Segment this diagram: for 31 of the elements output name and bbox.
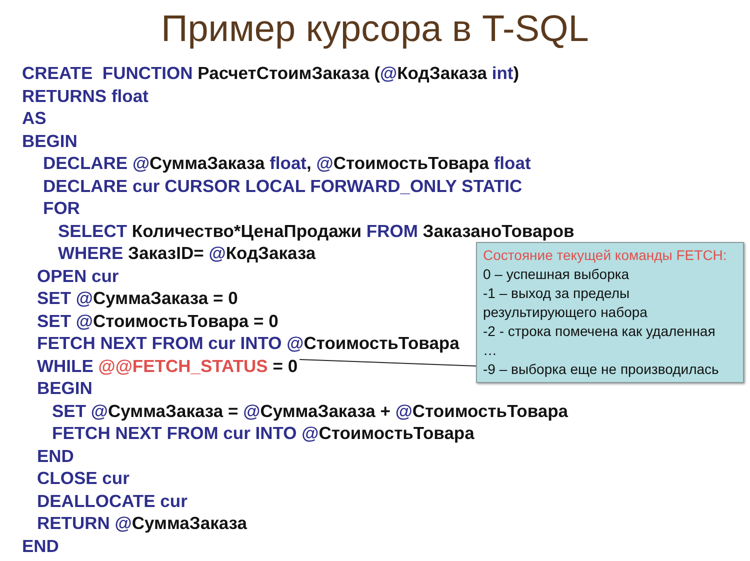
callout-text: …	[483, 341, 498, 360]
code-line: CREATE FUNCTION РасчетСтоимЗаказа (@КодЗаказа int)	[22, 63, 520, 84]
code-line: RETURN @СуммаЗаказа	[37, 513, 248, 534]
code-line: CLOSE cur	[37, 468, 130, 489]
callout-heading: Состояние текущей команды FETCH:	[483, 246, 728, 265]
code-line: DEALLOCATE cur	[37, 490, 188, 512]
callout-text: -1 – выход за пределы результирующего набора	[483, 284, 648, 322]
callout-text: -2 - строка помечена как удаленная	[483, 322, 716, 341]
slide-title: Пример курсора в T-SQL	[161, 8, 589, 50]
code-line: FOR	[43, 198, 80, 219]
leader-line	[299, 359, 476, 366]
code-line: FETCH NEXT FROM cur INTO @СтоимостьТовара	[37, 333, 460, 354]
callout-text: 0 – успешная выборка	[483, 265, 630, 284]
code-line: END	[22, 536, 59, 556]
code-line: BEGIN	[22, 130, 78, 152]
code-line: SELECT Количество*ЦенаПродажи FROM ЗаказаноТоваров	[58, 220, 574, 242]
code-line: BEGIN	[37, 378, 92, 399]
code-line: DECLARE cur CURSOR LOCAL FORWARD_ONLY STATIC	[43, 176, 522, 196]
callout-box	[476, 242, 744, 383]
code-line: SET @СтоимостьТовара = 0	[37, 310, 278, 332]
code-line: END	[37, 446, 74, 466]
code-line: AS	[22, 108, 46, 129]
code-line: OPEN cur	[37, 266, 119, 286]
code-line: RETURNS float	[22, 86, 148, 106]
callout-text: -9 – выборка еще не производилась	[483, 360, 720, 379]
code-line: WHERE ЗаказID= @КодЗаказа	[58, 243, 316, 264]
code-line: WHILE @@FETCH_STATUS = 0	[37, 356, 298, 376]
code-line: DECLARE @СуммаЗаказа float, @СтоимостьТовара float	[43, 153, 531, 174]
code-line: SET @СуммаЗаказа = @СуммаЗаказа + @СтоимостьТовара	[52, 400, 568, 422]
code-line: FETCH NEXT FROM cur INTO @СтоимостьТовара	[52, 423, 474, 444]
code-line: SET @СуммаЗаказа = 0	[37, 288, 238, 309]
